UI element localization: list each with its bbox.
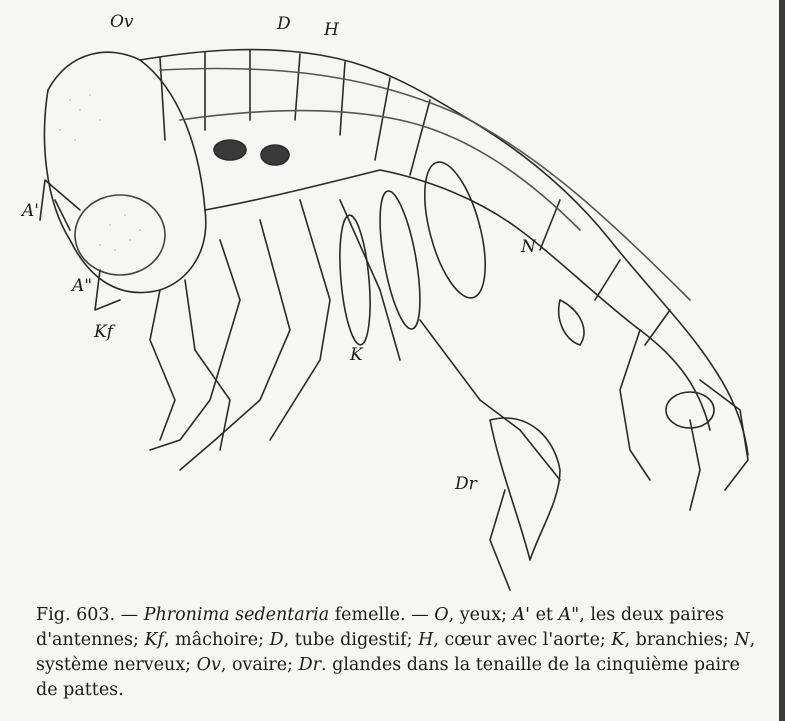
eye-region xyxy=(75,195,165,275)
page-edge-shadow xyxy=(779,0,785,721)
caption-fig-number: Fig. 603. xyxy=(36,605,115,625)
label-ov: Ov xyxy=(110,12,134,32)
dorsal-outline xyxy=(140,50,748,455)
ventral-outline xyxy=(205,170,710,430)
label-h: H xyxy=(324,20,339,40)
label-n: N xyxy=(521,237,536,257)
label-a-double: A" xyxy=(72,276,92,296)
label-k: K xyxy=(350,345,363,365)
head-outline xyxy=(44,52,205,292)
caption-species: Phronima sedentaria xyxy=(144,605,329,625)
leg-1 xyxy=(150,290,175,440)
ovary xyxy=(214,140,246,160)
label-d: D xyxy=(277,14,291,34)
label-dr: Dr xyxy=(455,474,477,494)
phronima-illustration xyxy=(0,0,785,600)
claw-leg xyxy=(420,320,560,480)
label-kf: Kf xyxy=(94,322,113,342)
figure-caption: Fig. 603. — Phronima sedentaria femelle.… xyxy=(36,603,766,703)
label-a-prime: A' xyxy=(22,201,39,221)
